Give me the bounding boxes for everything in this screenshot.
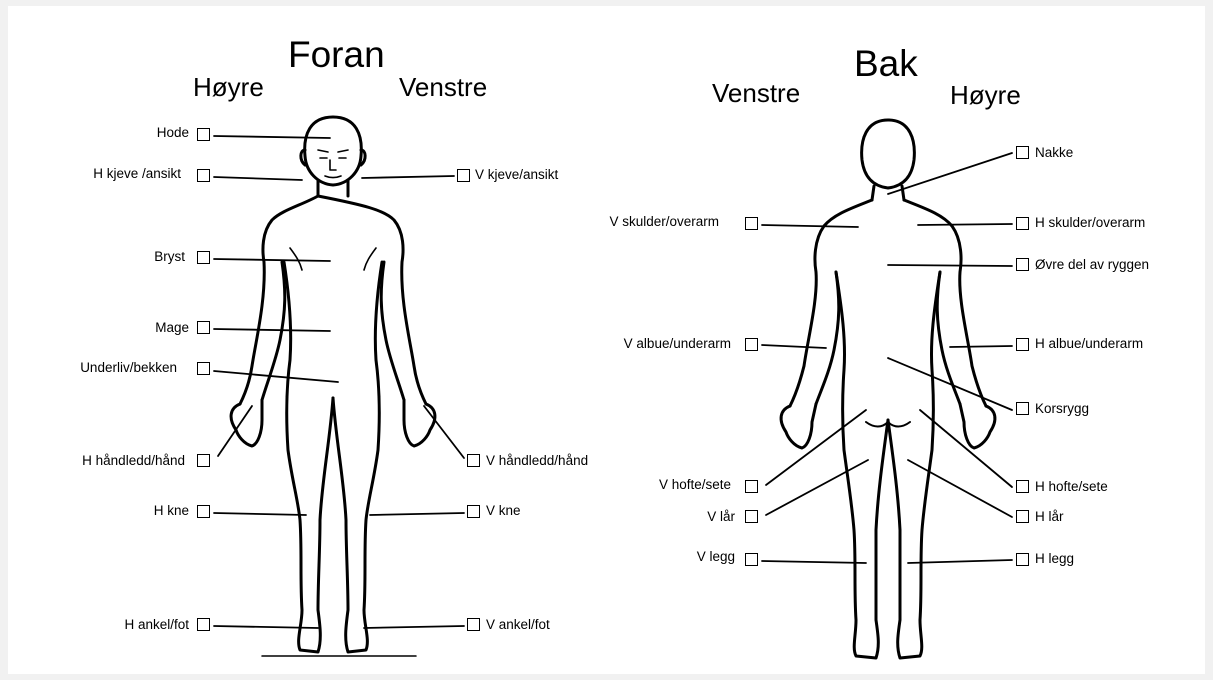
region-label: H ankel/fot xyxy=(124,617,189,632)
front-left-side-label: Venstre xyxy=(399,72,487,103)
checkbox-h-hofte-sete[interactable] xyxy=(1016,480,1029,493)
region-label: H kjeve /ansikt xyxy=(93,166,181,181)
checkbox-v-lar[interactable] xyxy=(745,510,758,523)
region-label: Øvre del av ryggen xyxy=(1035,257,1149,272)
checkbox-v-legg[interactable] xyxy=(745,553,758,566)
region-label: Mage xyxy=(155,320,189,335)
checkbox-h-skulder-overarm[interactable] xyxy=(1016,217,1029,230)
checkbox-v-kne[interactable] xyxy=(467,505,480,518)
checkbox-mage[interactable] xyxy=(197,321,210,334)
checkbox-v-ankel-fot[interactable] xyxy=(467,618,480,631)
checkbox-korsrygg[interactable] xyxy=(1016,402,1029,415)
back-left-side-label: Venstre xyxy=(712,78,800,109)
checkbox-v-kjeve-ansikt[interactable] xyxy=(457,169,470,182)
front-body-outline xyxy=(231,117,435,652)
checkbox-underliv-bekken[interactable] xyxy=(197,362,210,375)
back-leader-lines xyxy=(762,153,1012,563)
checkbox-h-kjeve-ansikt[interactable] xyxy=(197,169,210,182)
back-right-side-label: Høyre xyxy=(950,80,1021,111)
region-label: V legg xyxy=(697,549,735,564)
region-label: Hode xyxy=(157,125,189,140)
region-label: V albue/underarm xyxy=(624,336,731,351)
checkbox-v-albue-underarm[interactable] xyxy=(745,338,758,351)
region-label: V kjeve/ansikt xyxy=(475,167,558,182)
region-label: H skulder/overarm xyxy=(1035,215,1145,230)
checkbox-h-ankel-fot[interactable] xyxy=(197,618,210,631)
checkbox-hode[interactable] xyxy=(197,128,210,141)
front-title: Foran xyxy=(288,34,385,76)
region-label: V ankel/fot xyxy=(486,617,550,632)
region-label: H kne xyxy=(154,503,189,518)
checkbox-bryst[interactable] xyxy=(197,251,210,264)
region-label: V lår xyxy=(707,509,735,524)
front-face xyxy=(318,150,348,178)
checkbox-h-legg[interactable] xyxy=(1016,553,1029,566)
checkbox-h-albue-underarm[interactable] xyxy=(1016,338,1029,351)
region-label: V hofte/sete xyxy=(659,477,731,492)
checkbox-v-hofte-sete[interactable] xyxy=(745,480,758,493)
region-label: Underliv/bekken xyxy=(80,360,177,375)
region-label: V håndledd/hånd xyxy=(486,453,588,468)
region-label: V skulder/overarm xyxy=(609,214,719,229)
checkbox-v-skulder-overarm[interactable] xyxy=(745,217,758,230)
front-right-side-label: Høyre xyxy=(193,72,264,103)
region-label: H legg xyxy=(1035,551,1074,566)
region-label: V kne xyxy=(486,503,521,518)
region-label: Bryst xyxy=(154,249,185,264)
front-leader-lines xyxy=(214,136,464,628)
region-label: Korsrygg xyxy=(1035,401,1089,416)
region-label: Nakke xyxy=(1035,145,1073,160)
checkbox-nakke[interactable] xyxy=(1016,146,1029,159)
region-label: H lår xyxy=(1035,509,1064,524)
region-label: H hofte/sete xyxy=(1035,479,1108,494)
checkbox-ovre-del-av-ryggen[interactable] xyxy=(1016,258,1029,271)
region-label: H håndledd/hånd xyxy=(82,453,185,468)
checkbox-h-handledd-hand[interactable] xyxy=(197,454,210,467)
region-label: H albue/underarm xyxy=(1035,336,1143,351)
checkbox-v-handledd-hand[interactable] xyxy=(467,454,480,467)
checkbox-h-lar[interactable] xyxy=(1016,510,1029,523)
back-title: Bak xyxy=(854,43,918,85)
checkbox-h-kne[interactable] xyxy=(197,505,210,518)
